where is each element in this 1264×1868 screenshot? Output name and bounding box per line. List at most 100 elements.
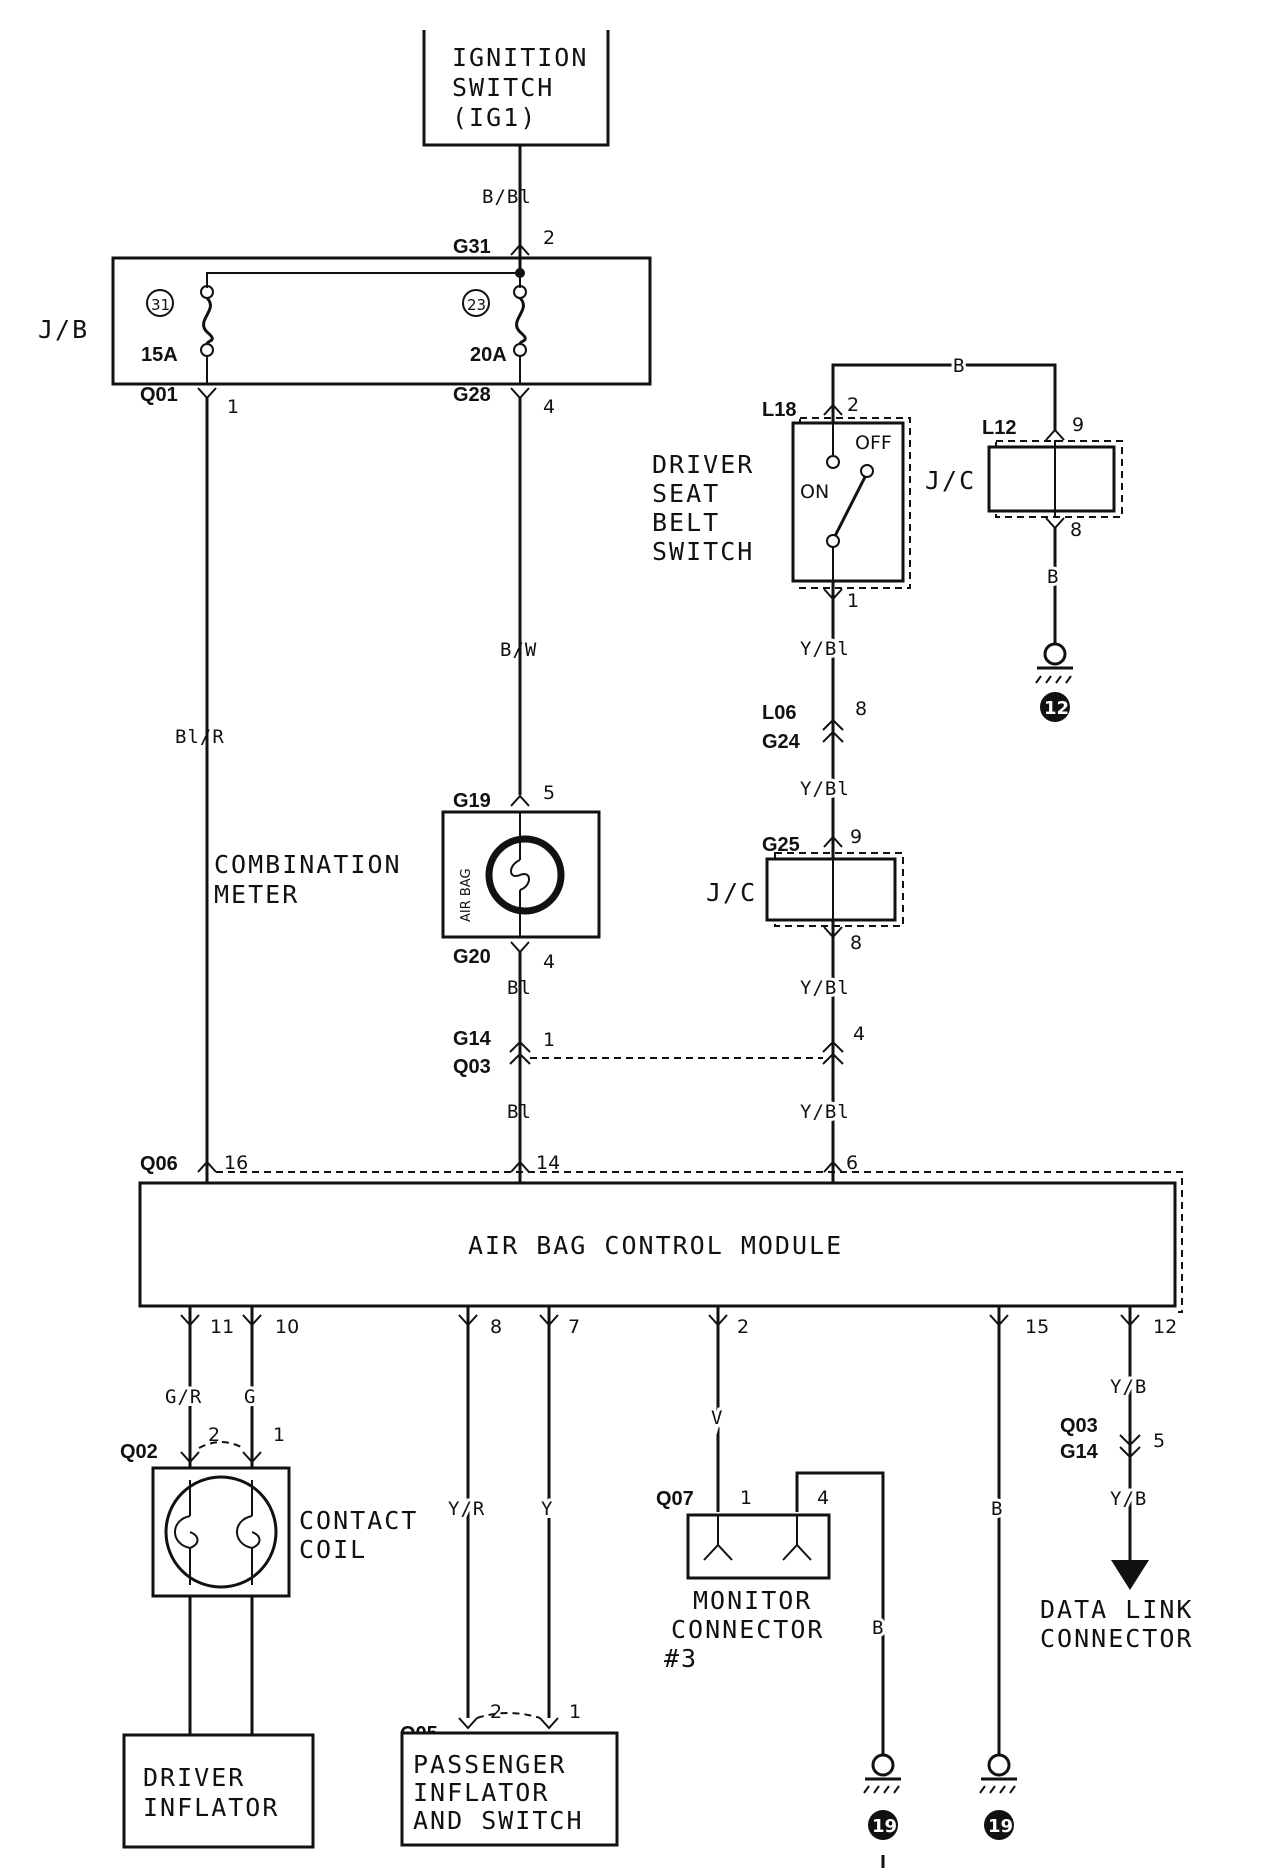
- junction-block-label: J/B: [38, 315, 89, 344]
- connector-g31: G31: [453, 236, 491, 258]
- pin-l18-top: 2: [847, 394, 859, 416]
- monitor-connector-label-2: CONNECTOR: [671, 1615, 824, 1644]
- fuse-23-number-badge: [462, 289, 490, 317]
- pin-q02-1: 1: [273, 1424, 285, 1446]
- connector-q07: Q07: [656, 1488, 694, 1510]
- pin-module-7: 7: [568, 1316, 580, 1338]
- wire-label-pin12: Y/B: [1110, 1376, 1147, 1398]
- data-link-arrow-icon: [1111, 1560, 1149, 1590]
- monitor-connector-label-1: MONITOR: [693, 1586, 812, 1615]
- passenger-inflator-label-3: AND SWITCH: [413, 1806, 584, 1835]
- driver-inflator-label-1: DRIVER: [143, 1763, 245, 1792]
- connector-l12: L12: [982, 417, 1016, 439]
- ground-12-badge: [1040, 692, 1070, 722]
- connector-l18: L18: [762, 399, 796, 421]
- pin-l06: 8: [855, 698, 867, 720]
- pin-module-15: 15: [1025, 1316, 1049, 1338]
- pin-module-12: 12: [1153, 1316, 1177, 1338]
- driver-seat-belt-switch: DRIVER SEAT BELT SWITCH OFF ON: [652, 417, 911, 589]
- wire-label-dlc: Y/B: [1110, 1488, 1147, 1510]
- pin-module-6: 6: [846, 1152, 858, 1174]
- module-label: AIR BAG CONTROL MODULE: [468, 1231, 843, 1260]
- connector-l06: L06: [762, 702, 796, 724]
- ignition-switch-label-1: IGNITION: [452, 43, 588, 72]
- ground-19b-number: 19: [988, 1816, 1013, 1837]
- ground-19b-badge: [984, 1810, 1014, 1840]
- connector-g24: G24: [762, 731, 801, 753]
- passenger-inflator-label-2: INFLATOR: [413, 1778, 549, 1807]
- driver-inflator: DRIVER INFLATOR: [122, 1733, 315, 1849]
- pin-q03: 4: [853, 1023, 865, 1045]
- pin-q07-1: 1: [740, 1487, 752, 1509]
- wire-label-pin8: Y/R: [448, 1498, 485, 1520]
- fuse-23-rating: 20A: [470, 344, 507, 366]
- connector-g20: G20: [453, 946, 491, 968]
- monitor-connector-label-3: #3: [664, 1644, 698, 1673]
- pin-g20: 4: [543, 951, 555, 973]
- seat-belt-switch-label-3: BELT: [652, 508, 720, 537]
- connector-q06: Q06: [140, 1153, 178, 1175]
- wire-label-fuse31-out: Bl/R: [175, 726, 225, 748]
- wire-label-l06-out: Y/Bl: [800, 778, 850, 800]
- pin-l12-bot: 8: [1070, 519, 1082, 541]
- ground-19a: 19: [860, 1753, 906, 1855]
- wire-label-meter-out: Bl: [507, 977, 532, 999]
- switch-on-label: ON: [800, 481, 829, 503]
- seat-belt-switch-label-4: SWITCH: [652, 537, 754, 566]
- connector-q03: Q03: [453, 1056, 491, 1078]
- wire-label-pin15: B: [991, 1498, 1003, 1520]
- junction-connector-top: J/C: [925, 440, 1123, 518]
- seat-belt-switch-label-1: DRIVER: [652, 450, 754, 479]
- fuse-31-number-badge: [146, 289, 174, 317]
- jc-mid-label: J/C: [706, 878, 757, 907]
- pin-g28: 4: [543, 396, 555, 418]
- pin-g25-top: 9: [850, 826, 862, 848]
- wire-label-pin2: V: [711, 1407, 723, 1429]
- connector-g14: G14: [453, 1028, 492, 1050]
- ground-19a-badge: [868, 1810, 898, 1840]
- combination-meter: COMBINATION METER AIR BAG: [214, 810, 601, 939]
- wire-label-belt-top: B: [953, 355, 965, 377]
- combination-meter-label-2: METER: [214, 880, 299, 909]
- pin-module-2: 2: [737, 1316, 749, 1338]
- connector-q03b: Q03: [1060, 1415, 1098, 1437]
- pin-q05-2: 2: [490, 1701, 502, 1723]
- pin-q05-1: 1: [569, 1701, 581, 1723]
- contact-coil-label-1: CONTACT: [299, 1506, 418, 1535]
- seat-belt-switch-label-2: SEAT: [652, 479, 720, 508]
- pin-q01: 1: [227, 396, 239, 418]
- fuse-23-number: 23: [467, 296, 486, 314]
- junction-connector-mid: J/C: [706, 847, 904, 928]
- wire-label-g14-out: Bl: [507, 1101, 532, 1123]
- jc-top-label: J/C: [925, 466, 976, 495]
- wire-label-q03-out: Y/Bl: [800, 1101, 850, 1123]
- passenger-inflator-label-1: PASSENGER: [413, 1750, 566, 1779]
- pin-module-8: 8: [490, 1316, 502, 1338]
- ground-19a-number: 19: [872, 1816, 897, 1837]
- passenger-inflator: PASSENGER INFLATOR AND SWITCH: [400, 1731, 619, 1847]
- ground-12-number: 12: [1044, 698, 1069, 719]
- ground-12: 12: [1035, 642, 1073, 722]
- pin-module-14: 14: [536, 1152, 560, 1174]
- pin-g19: 5: [543, 782, 555, 804]
- pin-q02-2: 2: [208, 1424, 220, 1446]
- driver-inflator-label-2: INFLATOR: [143, 1793, 279, 1822]
- pin-g25-bot: 8: [850, 932, 862, 954]
- ignition-switch: IGNITION SWITCH (IG1): [420, 24, 612, 147]
- pin-dlc-5: 5: [1153, 1430, 1165, 1452]
- contact-coil-label-2: COIL: [299, 1535, 367, 1564]
- wire-label-pin10: G: [244, 1386, 256, 1408]
- connector-q02: Q02: [120, 1441, 158, 1463]
- data-link-connector-label-1: DATA LINK: [1040, 1595, 1193, 1624]
- wire-label-pin7: Y: [541, 1498, 553, 1520]
- monitor-connector: MONITOR CONNECTOR #3: [664, 1513, 831, 1673]
- fuse-31-number: 31: [151, 296, 170, 314]
- wire-label-jc-mid-out: Y/Bl: [800, 977, 850, 999]
- combination-meter-label-1: COMBINATION: [214, 850, 402, 879]
- connector-g19: G19: [453, 790, 491, 812]
- wire-label-belt-out: Y/Bl: [800, 638, 850, 660]
- pin-l12-top: 9: [1072, 414, 1084, 436]
- pin-g14: 1: [543, 1029, 555, 1051]
- air-bag-control-module: AIR BAG CONTROL MODULE: [138, 1171, 1183, 1313]
